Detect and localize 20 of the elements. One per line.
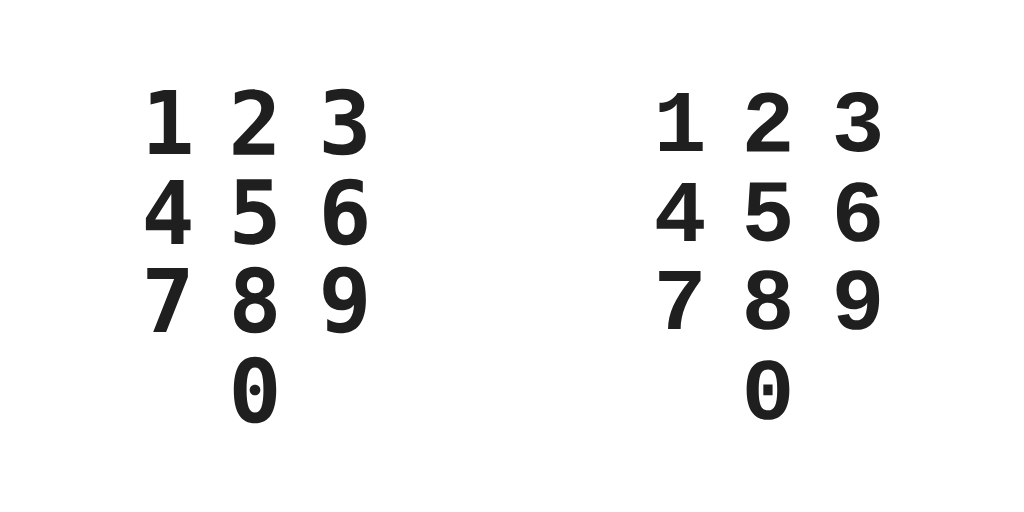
digit: 7 — [659, 271, 701, 329]
digit: 9 — [836, 270, 880, 330]
digit: 1 — [149, 89, 191, 155]
digit: 6 — [836, 182, 880, 242]
digit: 1 — [659, 93, 703, 151]
digit: 7 — [147, 267, 188, 333]
digit: 4 — [145, 179, 191, 245]
digit: 2 — [746, 92, 790, 152]
digit: 3 — [835, 92, 880, 152]
digit: 9 — [323, 266, 366, 334]
digit: 2 — [233, 89, 275, 155]
digit: 5 — [234, 179, 276, 245]
digit: 8 — [746, 270, 790, 330]
digit: 0 — [746, 360, 790, 420]
digit: 4 — [656, 183, 704, 241]
digit: 3 — [323, 88, 366, 156]
digit: 0 — [233, 356, 277, 424]
digit: 5 — [746, 182, 790, 242]
digit: 6 — [324, 178, 367, 246]
digit: 8 — [234, 266, 276, 334]
